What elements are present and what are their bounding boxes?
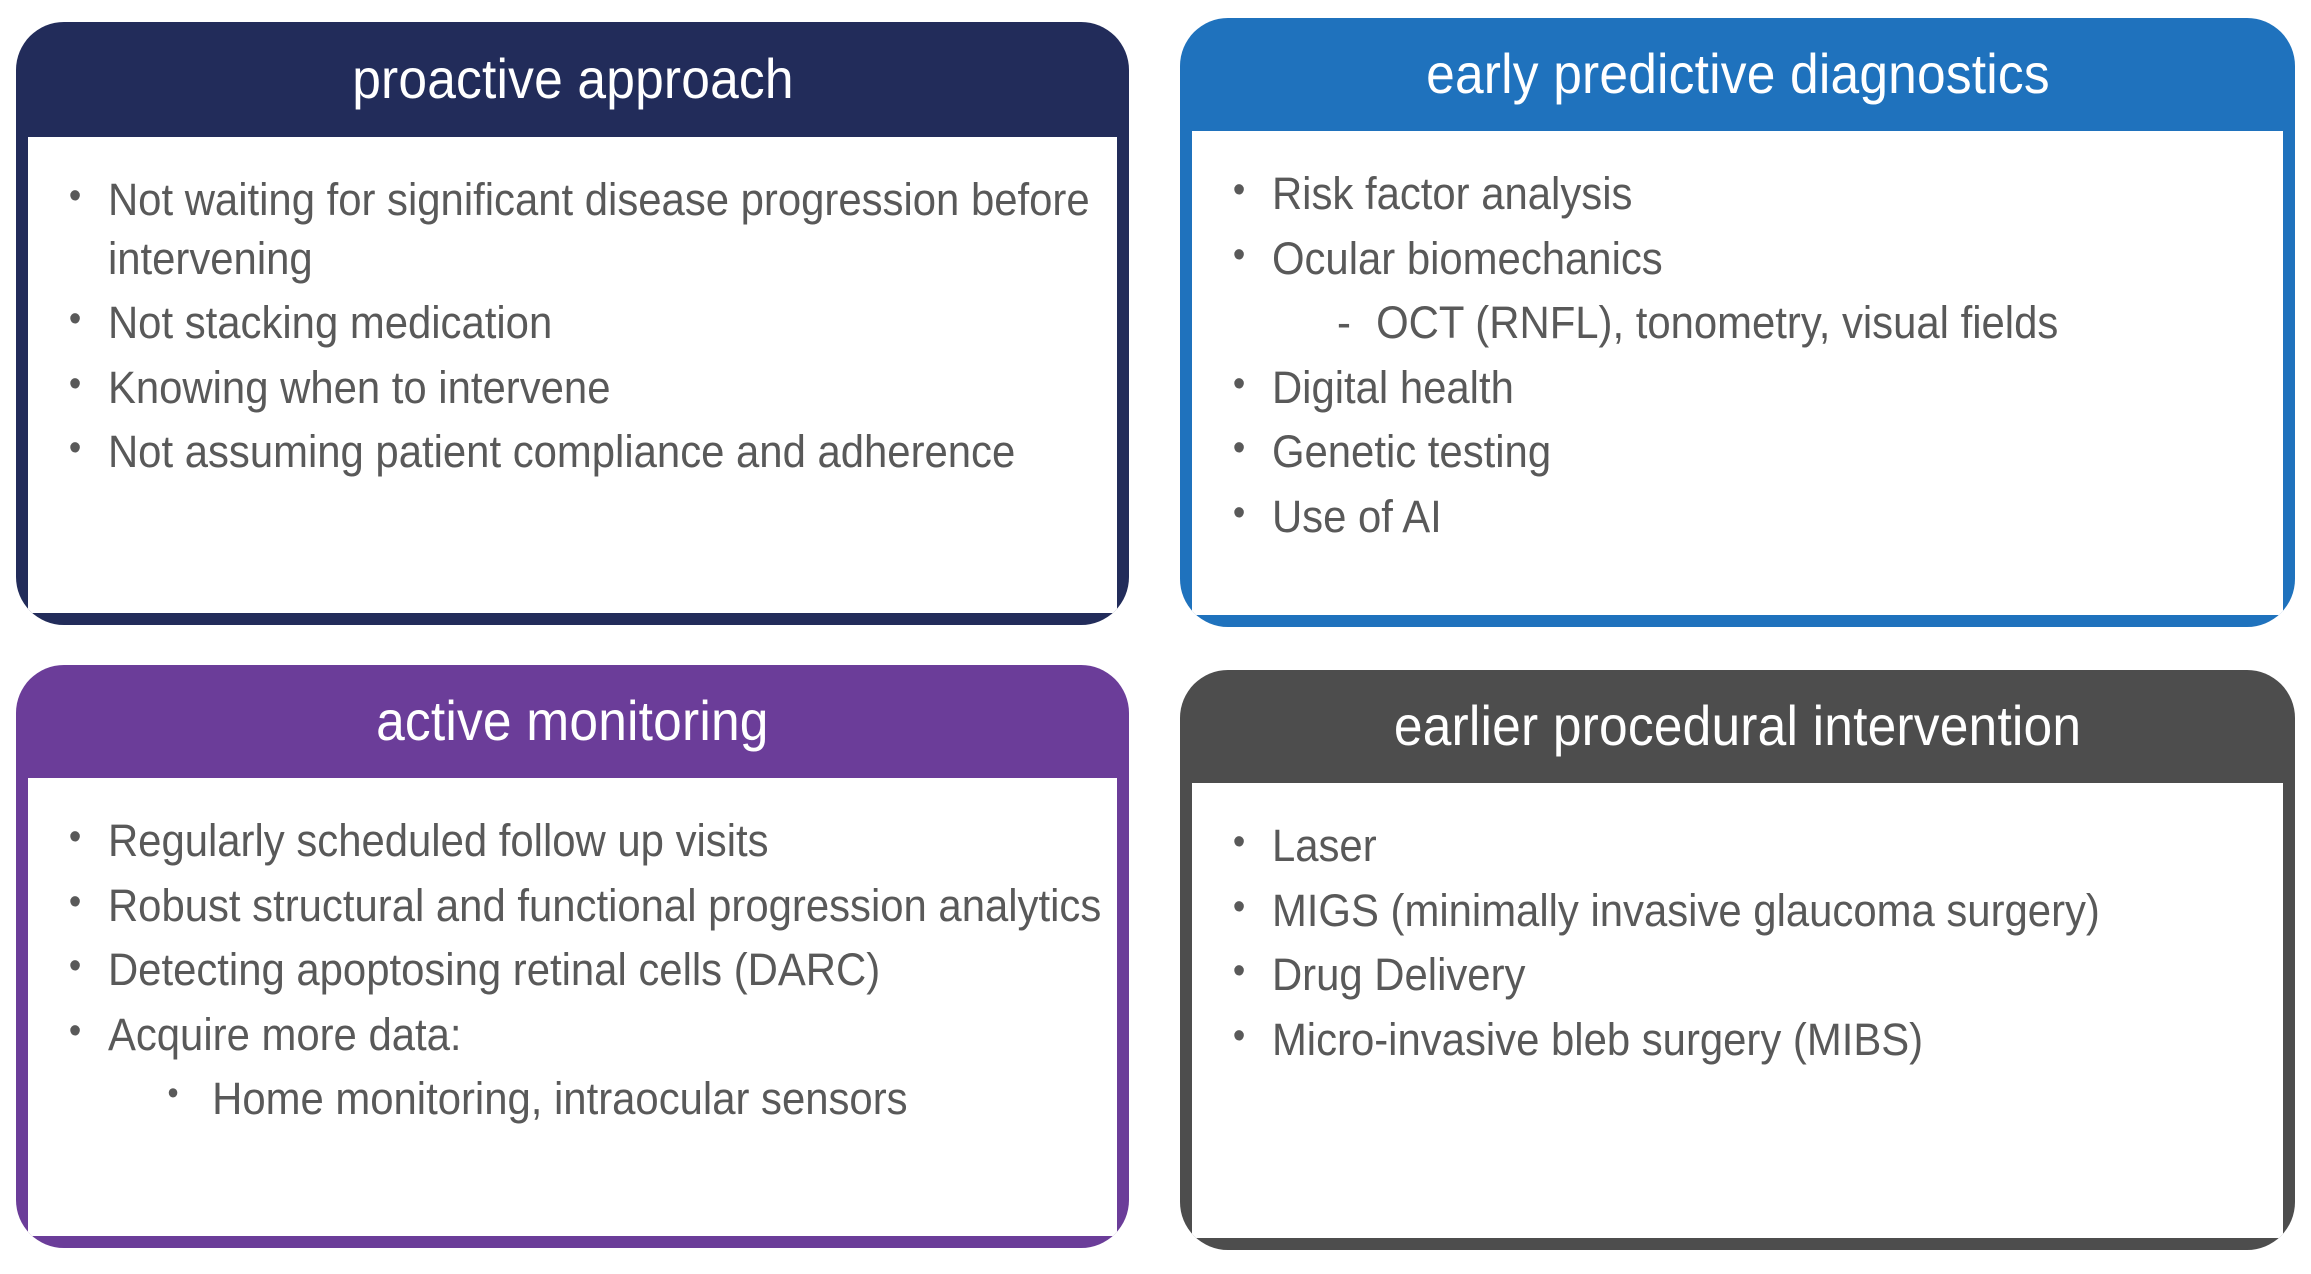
card-title-active-monitoring: active monitoring [376,689,769,753]
card-header-early-predictive-diagnostics: early predictive diagnostics [1180,18,2295,131]
list-item: Laser [1218,815,2283,876]
list-item: Ocular biomechanics [1218,228,2283,289]
list-item: Genetic testing [1218,421,2283,482]
list-item: Risk factor analysis [1218,163,2283,224]
bullet-list-early-predictive-diagnostics: Risk factor analysis Ocular biomechanics… [1218,163,2257,546]
list-item: Knowing when to intervene [54,357,1117,418]
card-title-proactive-approach: proactive approach [351,47,794,111]
list-item: Drug Delivery [1218,944,2283,1005]
list-item: Micro-invasive bleb surgery (MIBS) [1218,1009,2283,1070]
list-item: Not stacking medication [54,292,1117,353]
list-item-sub: Home monitoring, intraocular sensors [54,1068,1117,1129]
card-header-proactive-approach: proactive approach [16,22,1129,137]
list-item: Robust structural and functional progres… [54,875,1117,936]
card-body-early-predictive-diagnostics: Risk factor analysis Ocular biomechanics… [1192,131,2283,615]
card-earlier-procedural-intervention: earlier procedural intervention Laser MI… [1180,670,2295,1250]
card-header-active-monitoring: active monitoring [16,665,1129,778]
card-header-earlier-procedural-intervention: earlier procedural intervention [1180,670,2295,783]
card-active-monitoring: active monitoring Regularly scheduled fo… [16,665,1129,1248]
bullet-list-active-monitoring: Regularly scheduled follow up visits Rob… [54,810,1101,1129]
card-title-earlier-procedural-intervention: earlier procedural intervention [1393,694,2082,758]
card-proactive-approach: proactive approach Not waiting for signi… [16,22,1129,625]
card-body-proactive-approach: Not waiting for significant disease prog… [28,137,1117,613]
list-item: MIGS (minimally invasive glaucoma surger… [1218,880,2283,941]
list-item: Acquire more data: [54,1004,1117,1065]
bullet-list-earlier-procedural-intervention: Laser MIGS (minimally invasive glaucoma … [1218,815,2257,1069]
card-body-earlier-procedural-intervention: Laser MIGS (minimally invasive glaucoma … [1192,783,2283,1238]
list-item-sub: OCT (RNFL), tonometry, visual fields [1218,294,2283,353]
card-body-active-monitoring: Regularly scheduled follow up visits Rob… [28,778,1117,1236]
card-early-predictive-diagnostics: early predictive diagnostics Risk factor… [1180,18,2295,627]
list-item: Not waiting for significant disease prog… [54,169,1117,288]
list-item: Regularly scheduled follow up visits [54,810,1117,871]
list-item: Use of AI [1218,486,2283,547]
list-item: Not assuming patient compliance and adhe… [54,421,1117,482]
list-item: Digital health [1218,357,2283,418]
bullet-list-proactive-approach: Not waiting for significant disease prog… [54,169,1091,482]
card-title-early-predictive-diagnostics: early predictive diagnostics [1425,42,2050,106]
list-item: Detecting apoptosing retinal cells (DARC… [54,939,1117,1000]
